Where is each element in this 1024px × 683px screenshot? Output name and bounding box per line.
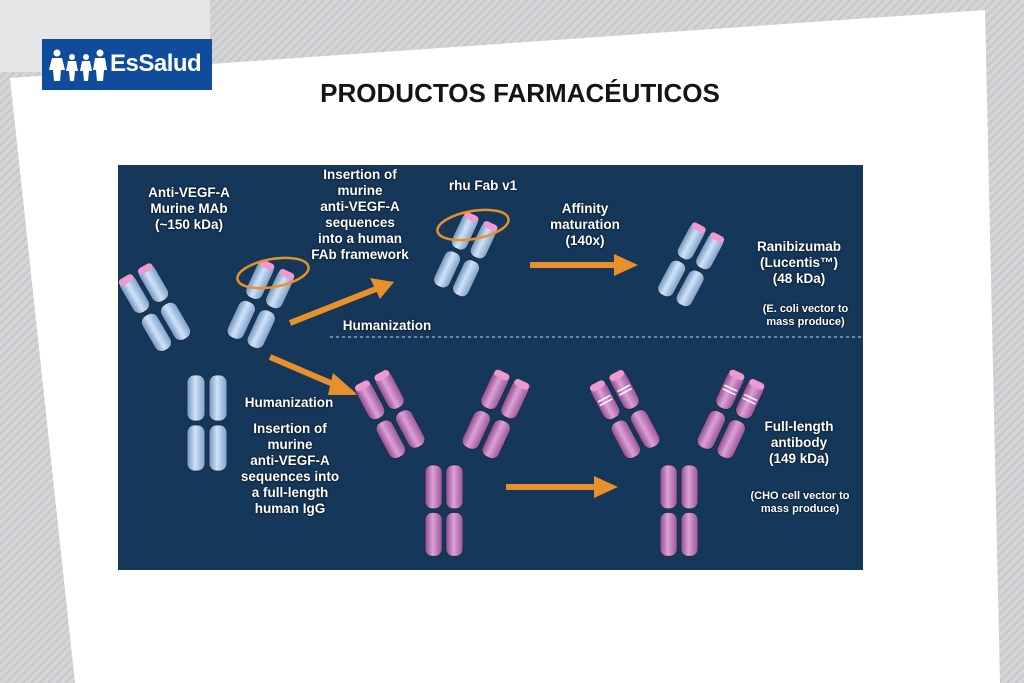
ranibizumab-note: (E. coli vector to mass produce)	[748, 303, 863, 329]
insertion-fab-line-5: into a human	[318, 231, 402, 246]
arrow-to-full-length	[506, 476, 618, 498]
insertion-fab-line-6: FAb framework	[311, 247, 409, 262]
ranibizumab-line-1: Ranibizumab	[756, 239, 841, 254]
insertion-igg-line-1: Insertion of	[253, 421, 327, 436]
humanization-top-label: Humanization	[342, 318, 432, 333]
ranibizumab-line-2: (Lucentis™)	[759, 255, 838, 270]
murine-right-arm	[226, 259, 295, 350]
humanized-igg-left-arm	[354, 370, 426, 459]
ranibizumab-line-3: (48 kDa)	[772, 271, 826, 286]
ranibizumab-fab	[657, 222, 725, 307]
humanized-igg-right-arm	[461, 369, 530, 460]
insertion-igg-line-5: a full-length	[251, 485, 329, 500]
arrow-humanization-bottom	[268, 354, 358, 395]
family-icon	[49, 49, 107, 81]
full-length-label: Full-length antibody (149 kDa)	[744, 419, 854, 467]
arrow-affinity-maturation	[530, 254, 638, 276]
insertion-fab-line-3: anti-VEGF-A	[320, 199, 400, 214]
full-length-note: (CHO cell vector to mass produce)	[738, 490, 862, 516]
full-length-note-line-2: mass produce)	[760, 503, 840, 515]
ranibizumab-note-line-2: mass produce)	[766, 316, 845, 328]
murine-line-2: Murine MAb	[150, 201, 228, 216]
insertion-igg-line-4: sequences into	[240, 469, 340, 484]
full-length-stem	[659, 464, 699, 557]
murine-epitope-ring	[236, 256, 310, 290]
full-length-left-arm	[589, 370, 661, 459]
insertion-igg-line-2: murine	[267, 437, 313, 452]
essalud-logo[interactable]: EsSalud	[42, 39, 212, 90]
logo-text: EsSalud	[110, 50, 202, 77]
insertion-igg-line-3: anti-VEGF-A	[250, 453, 330, 468]
insertion-fab-line-1: Insertion of	[323, 167, 397, 182]
insertion-fab-label: Insertion of murine anti-VEGF-A sequence…	[300, 167, 420, 263]
rhu-fab	[433, 212, 498, 298]
affinity-line-1: Affinity	[561, 201, 609, 216]
rhu-fab-epitope-ring	[436, 208, 510, 242]
murine-stem	[186, 374, 228, 472]
full-length-line-2: antibody	[770, 435, 828, 450]
full-length-right-arm	[696, 369, 765, 460]
affinity-maturation-label: Affinity maturation (140x)	[530, 201, 640, 249]
rhu-fab-label: rhu Fab v1	[448, 178, 518, 193]
arrow-humanization-top	[288, 278, 394, 326]
ranibizumab-label: Ranibizumab (Lucentis™) (48 kDa)	[734, 239, 863, 287]
insertion-igg-label: Insertion of murine anti-VEGF-A sequence…	[230, 421, 350, 517]
humanized-igg-stem	[424, 464, 464, 557]
murine-mab-label: Anti-VEGF-A Murine MAb (~150 kDa)	[124, 185, 254, 233]
murine-left-arm	[118, 263, 191, 352]
affinity-line-2: maturation	[550, 217, 620, 232]
full-length-note-line-1: (CHO cell vector to	[750, 490, 850, 502]
insertion-igg-line-6: human IgG	[254, 501, 326, 516]
full-length-line-3: (149 kDa)	[768, 451, 830, 466]
humanization-bottom-label: Humanization	[244, 395, 334, 410]
murine-line-3: (~150 kDa)	[155, 217, 223, 232]
ranibizumab-note-line-1: (E. coli vector to	[762, 303, 849, 315]
affinity-line-3: (140x)	[565, 233, 605, 248]
slide-title: PRODUCTOS FARMACÉUTICOS	[320, 78, 720, 108]
antibody-humanization-diagram: Anti-VEGF-A Murine MAb (~150 kDa) Insert…	[118, 165, 863, 570]
full-length-line-1: Full-length	[764, 419, 834, 434]
diagram-graphics	[118, 208, 863, 557]
insertion-fab-line-2: murine	[337, 183, 383, 198]
murine-line-1: Anti-VEGF-A	[148, 185, 230, 200]
insertion-fab-line-4: sequences	[325, 215, 395, 230]
